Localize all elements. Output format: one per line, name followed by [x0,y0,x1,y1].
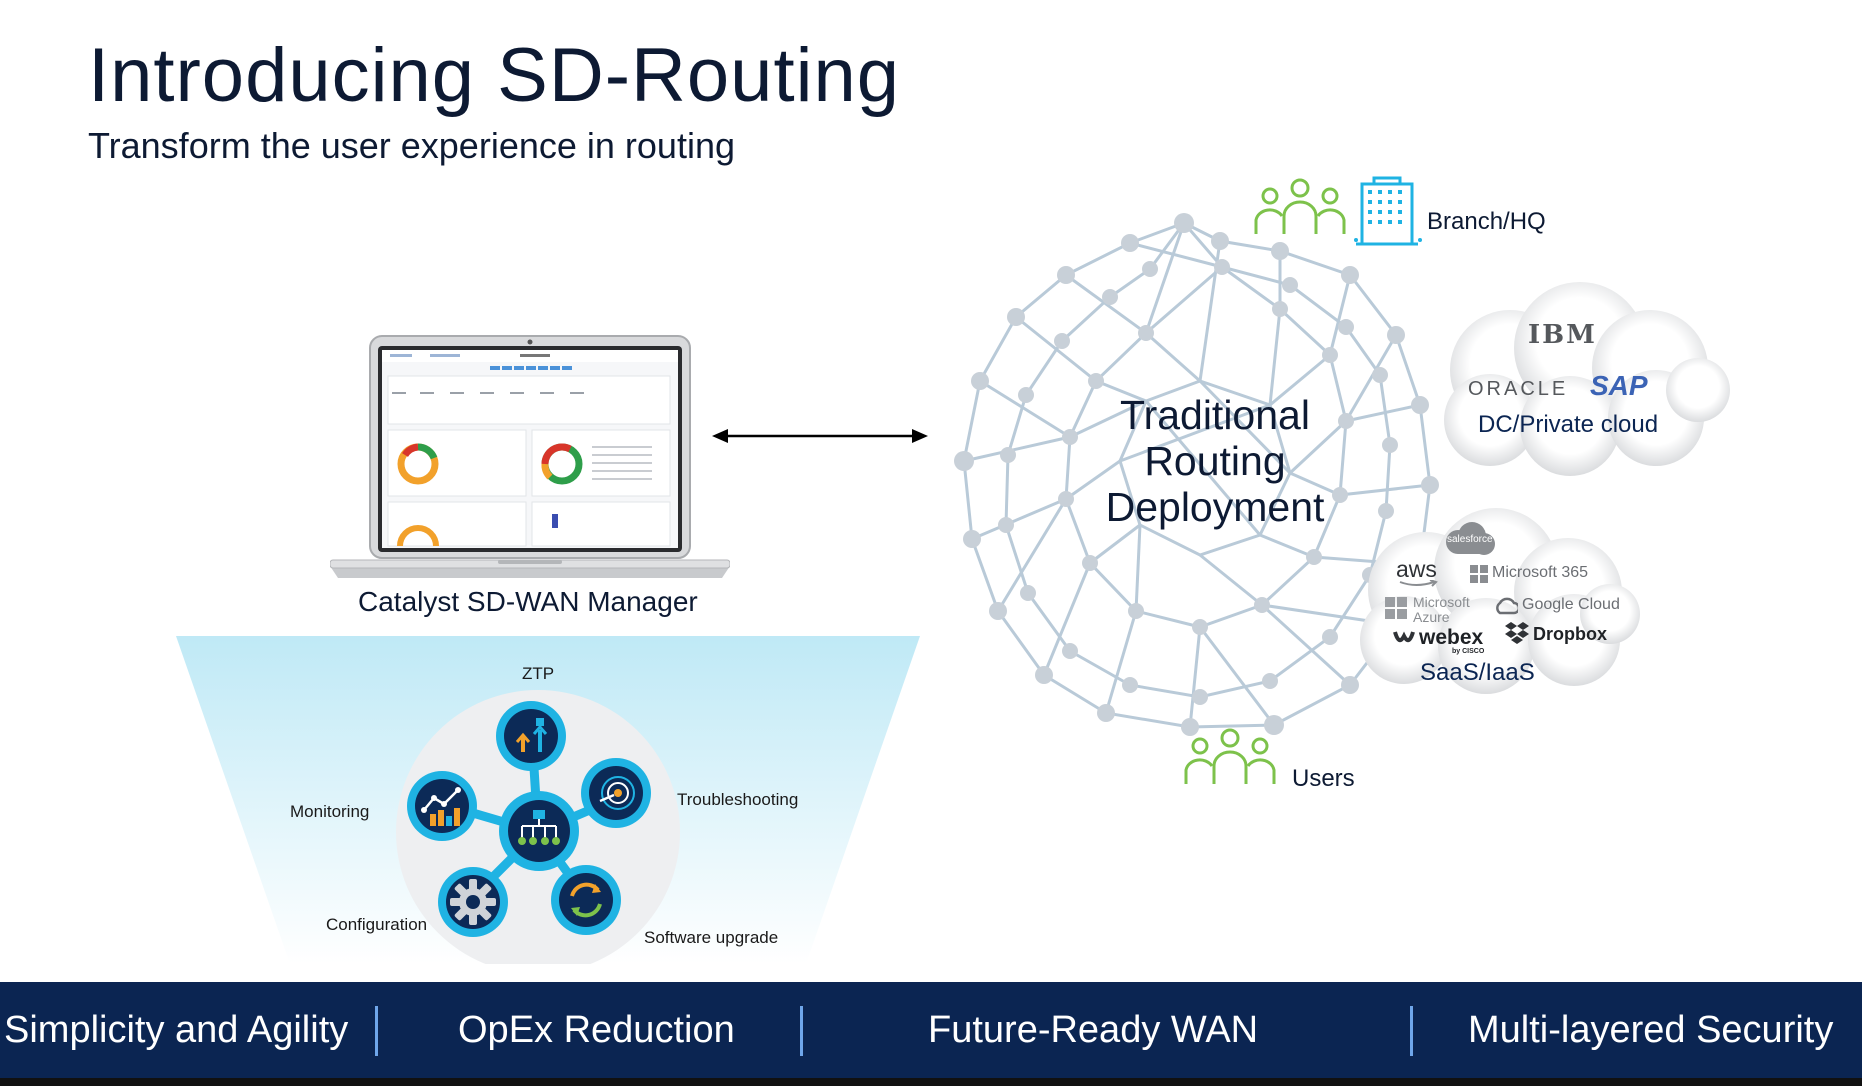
webex-logo: webex [1419,626,1484,649]
monitoring-label: Monitoring [290,802,370,821]
microsoft-365-icon [1470,565,1488,583]
benefit-opex: OpEx Reduction [458,1009,735,1051]
dropbox-logo: Dropbox [1533,624,1607,644]
dc-cloud-label: DC/Private cloud [1478,411,1659,438]
salesforce-logo: salesforce [1447,534,1493,545]
hub-network-icon [499,791,579,871]
ztp-icon [496,701,566,771]
benefit-separator [375,1006,378,1056]
network-center-label: Traditional Routing Deployment [1080,392,1350,530]
ztp-label: ZTP [522,664,555,683]
branch-building-icon [1354,176,1422,246]
benefit-separator [1410,1006,1413,1056]
slide-subtitle: Transform the user experience in routing [88,125,735,166]
aws-logo: aws [1396,556,1437,582]
software-upgrade-label: Software upgrade [644,928,779,947]
azure-logo: Azure [1413,609,1450,625]
troubleshooting-icon [581,758,651,828]
saas-cloud-label: SaaS/IaaS [1420,659,1535,686]
microsoft-azure-icon [1385,597,1407,619]
bottom-edge-strip [0,1078,1862,1086]
benefit-security: Multi-layered Security [1468,1009,1834,1051]
benefit-separator [800,1006,803,1056]
laptop-dashboard-icon [330,335,730,578]
manager-label: Catalyst SD-WAN Manager [358,586,698,617]
aws-smile-icon [1399,580,1438,587]
benefit-future-ready: Future-Ready WAN [928,1009,1259,1051]
ibm-logo: IBM [1528,320,1597,350]
benefit-simplicity: Simplicity and Agility [4,1009,349,1051]
configuration-label: Configuration [326,915,428,934]
branch-users-group-icon [1254,178,1346,234]
network-center-line2: Routing [1144,438,1286,484]
webex-by-cisco-logo: by CISCO [1452,648,1485,655]
oracle-logo: ORACLE [1468,378,1569,400]
dropbox-icon [1505,622,1529,644]
troubleshooting-label: Troubleshooting [677,790,799,809]
salesforce-cloud-icon [1446,522,1495,555]
monitoring-icon [407,771,477,841]
configuration-gear-icon [438,867,508,937]
microsoft-365-logo: Microsoft 365 [1492,564,1589,581]
google-cloud-logo: Google Cloud [1522,596,1620,613]
slide-title: Introducing SD-Routing [88,33,900,118]
bidirectional-arrow-icon [712,429,928,443]
software-upgrade-icon [551,865,621,935]
saas-iaas-cloud-icon [1360,508,1640,694]
benefits-bar: Simplicity and Agility OpEx Reduction Fu… [0,982,1862,1078]
google-cloud-icon [1496,597,1518,615]
webex-icon [1393,631,1415,643]
microsoft-logo: Microsoft [1413,594,1470,610]
users-group-icon [1184,728,1276,784]
network-center-line1: Traditional [1120,392,1310,438]
sap-logo: SAP [1590,370,1648,401]
network-center-line3: Deployment [1105,484,1325,530]
dc-private-cloud-icon [1444,282,1730,476]
users-label: Users [1292,765,1355,792]
branch-label: Branch/HQ [1427,208,1546,235]
